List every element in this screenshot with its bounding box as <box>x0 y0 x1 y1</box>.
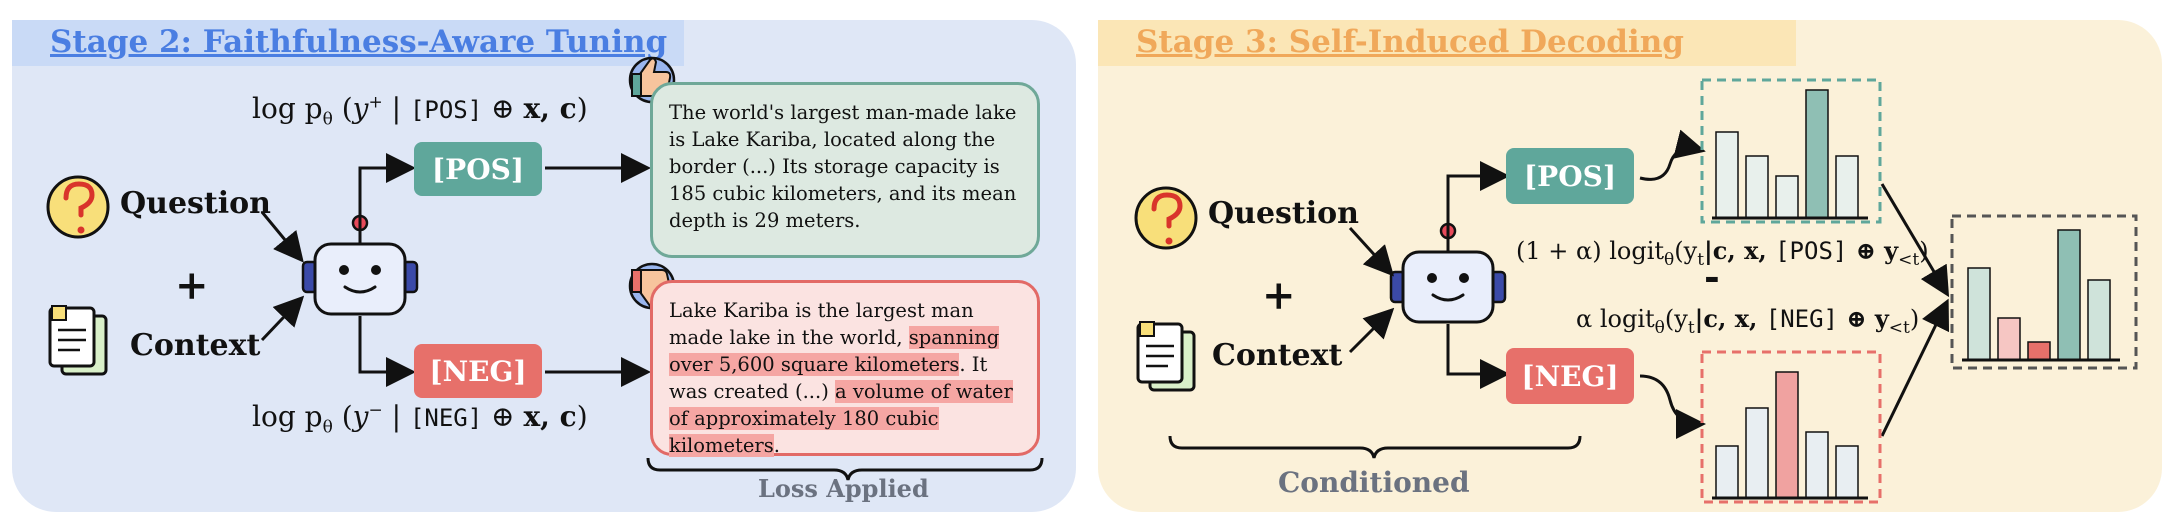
stage3-pos-logit-formula: (1 + α) logitθ(yt|c, x, [POS] ⊕ y<t) <box>1516 236 1929 270</box>
stage3-panel <box>1098 20 2162 512</box>
stage3-pos-tag: [POS] <box>1506 148 1634 204</box>
neg-chart-bars <box>1712 371 1868 500</box>
stage2-neg-tag: [NEG] <box>414 344 542 398</box>
loss-brace <box>646 457 1044 481</box>
stage2-pos-formula: log pθ (y+ | [POS] ⊕ x, c) <box>252 92 588 130</box>
pos-chart-bars <box>1712 89 1868 220</box>
conditioned-brace <box>1168 435 1582 459</box>
pos-response-text: The world's largest man-made lake is Lak… <box>669 101 1017 232</box>
combined-chart-frame <box>1950 214 2138 370</box>
pos-response-box: The world's largest man-made lake is Lak… <box>650 82 1040 258</box>
conditioned-caption: Conditioned <box>1278 466 1470 499</box>
stage3-arrows <box>1348 129 1950 439</box>
document-icon <box>1136 321 1196 392</box>
stage2-question-label: Question <box>120 186 271 221</box>
stage2-title: Stage 2: Faithfulness-Aware Tuning <box>12 20 684 66</box>
stage3-plus: + <box>1262 272 1296 319</box>
stage2-arrows <box>260 153 651 387</box>
combined-chart-bars <box>1962 229 2120 362</box>
stage2-pos-tag: [POS] <box>414 142 542 196</box>
stage3-context-label: Context <box>1212 338 1343 373</box>
document-icon <box>48 305 108 376</box>
stage2-plus: + <box>175 262 209 309</box>
stage3-question-label: Question <box>1208 196 1359 231</box>
stage3-neg-logit-formula: α logitθ(yt|c, x, [NEG] ⊕ y<t) <box>1576 304 1920 338</box>
stage3-neg-tag: [NEG] <box>1506 348 1634 404</box>
neg-response-box: Lake Kariba is the largest man made lake… <box>650 280 1040 457</box>
stage2-context-label: Context <box>130 328 261 363</box>
stage3-minus: - <box>1704 254 1720 299</box>
robot-icon <box>301 214 419 316</box>
loss-applied-caption: Loss Applied <box>758 474 929 503</box>
question-icon <box>1134 186 1198 250</box>
stage3-title: Stage 3: Self-Induced Decoding <box>1098 20 1796 66</box>
question-icon <box>46 175 110 239</box>
pos-chart-frame <box>1700 78 1882 224</box>
stage2-neg-formula: log pθ (y− | [NEG] ⊕ x, c) <box>252 400 588 438</box>
